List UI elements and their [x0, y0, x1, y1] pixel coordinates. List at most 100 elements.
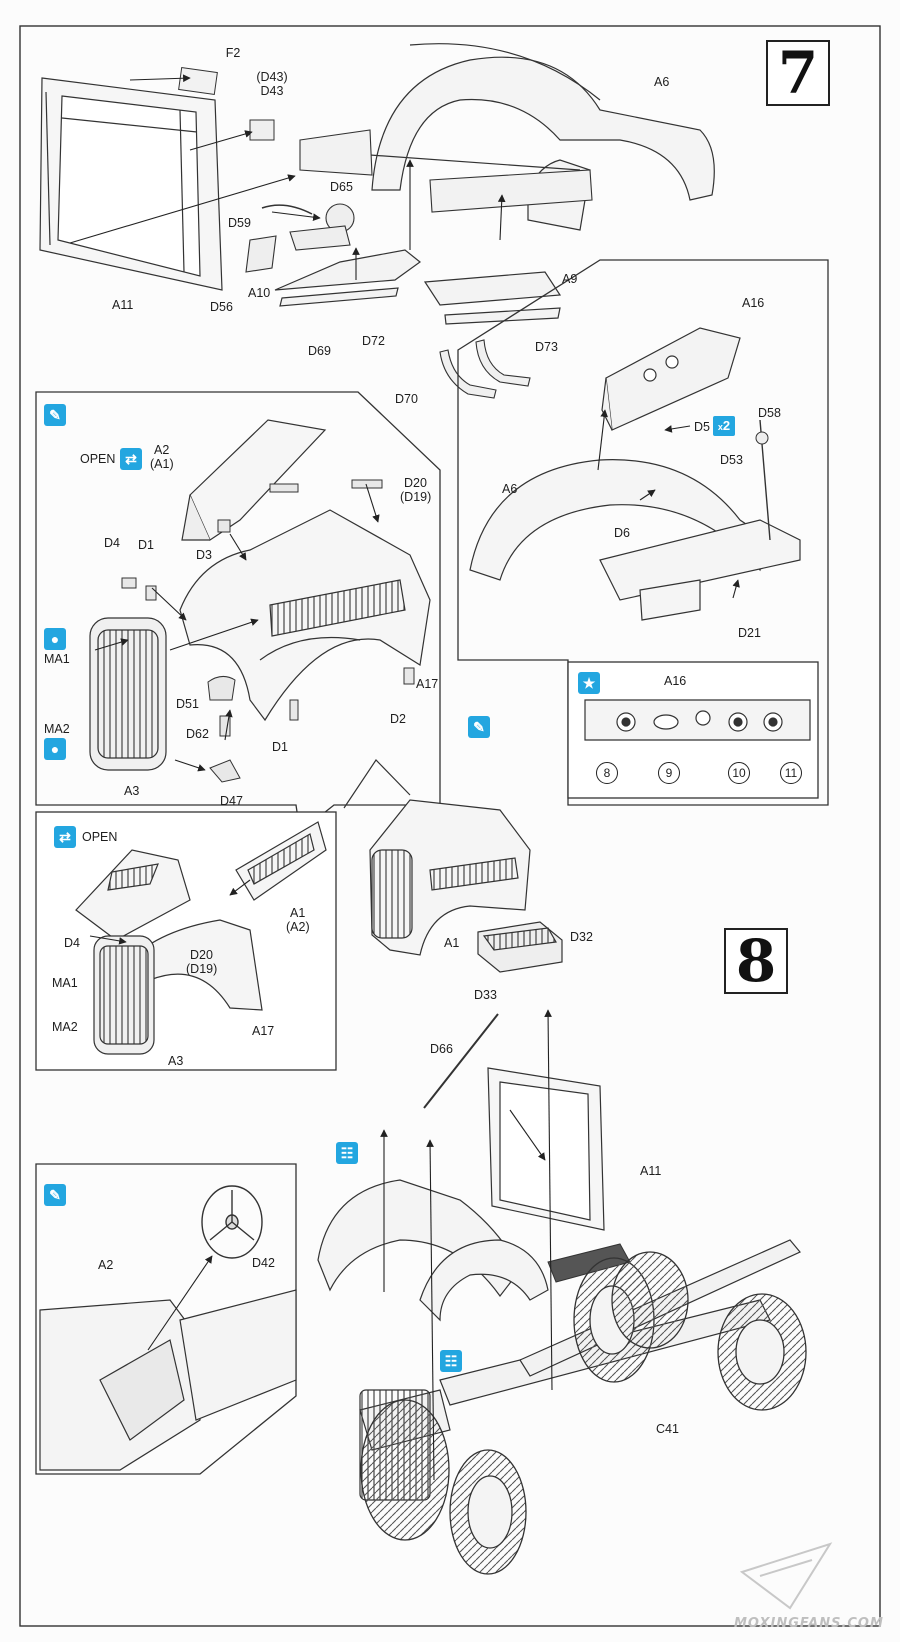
hood-open-label: OPEN — [80, 452, 116, 466]
dash-panel-frame — [457, 259, 829, 806]
label-a1-open: A1 — [290, 906, 306, 920]
dash-arrows — [597, 409, 740, 599]
label-a2-alt-open: (A2) — [286, 920, 310, 934]
label-d19-alt: (D19) — [400, 490, 432, 504]
label-a1-step8: A1 — [444, 936, 460, 950]
open-panel-label: OPEN — [82, 830, 118, 844]
label-ma1-open: MA1 — [52, 976, 78, 990]
label-d56: D56 — [210, 300, 233, 314]
label-d2: D2 — [390, 712, 406, 726]
label-a17-open: A17 — [252, 1024, 275, 1038]
label-d33: D33 — [474, 988, 497, 1002]
page-border — [19, 25, 881, 1627]
decal-icon-ma2: ● — [44, 738, 66, 760]
label-d47: D47 — [220, 794, 243, 808]
small-parts-hood — [121, 479, 415, 783]
label-d42: D42 — [252, 1256, 275, 1270]
paint-icon: ✎ — [44, 404, 66, 426]
knob-d58 — [755, 431, 769, 445]
label-d4-open: D4 — [64, 936, 80, 950]
open-icon-panel: ⇄ — [54, 826, 76, 848]
steps-d70-d73 — [439, 339, 531, 399]
label-a16-gauge: A16 — [664, 674, 687, 688]
label-d59: D59 — [228, 216, 251, 230]
label-a3-open: A3 — [168, 1054, 184, 1068]
hood-panel-frame — [35, 391, 441, 834]
hood-arrows — [94, 483, 380, 772]
label-d51: D51 — [176, 697, 199, 711]
cab-a11-step8 — [487, 1067, 605, 1231]
steering-wheel-d42 — [201, 1185, 263, 1259]
part-f2 — [178, 67, 218, 95]
label-ma2: MA2 — [44, 722, 70, 736]
texture-icon-1: ☷ — [336, 1142, 358, 1164]
label-a17: A17 — [416, 677, 439, 691]
paint-icon-wheel: ✎ — [44, 1184, 66, 1206]
cab-interior-a2 — [39, 1289, 297, 1471]
label-a1-alt: (A1) — [150, 457, 174, 471]
label-d53: D53 — [720, 453, 743, 467]
label-d73: D73 — [535, 340, 558, 354]
callout-pointer — [343, 759, 411, 809]
gauge-board — [584, 699, 811, 741]
wheels — [360, 1251, 807, 1575]
label-d20: D20 — [404, 476, 427, 490]
step8-arrows — [380, 1009, 553, 1481]
label-d43: D43 — [260, 84, 284, 98]
floor-frame — [299, 129, 593, 213]
label-d65: D65 — [330, 180, 353, 194]
label-d5: D5 — [694, 420, 710, 434]
grille-a3 — [89, 617, 167, 771]
callout-10: 10 — [728, 762, 750, 784]
quantity-badge-x2: x2 — [713, 416, 735, 436]
label-ma2-open: MA2 — [52, 1020, 78, 1034]
texture-icon-2: ☷ — [440, 1350, 462, 1372]
step7-arrows — [69, 74, 506, 280]
label-d1-bottom: D1 — [272, 740, 288, 754]
callout-9: 9 — [658, 762, 680, 784]
label-a6: A6 — [654, 75, 670, 89]
wheel-panel-frame — [35, 1163, 297, 1475]
label-d20-open: D20 — [190, 948, 213, 962]
quantity-value: 2 — [722, 418, 731, 433]
label-a11-step8: A11 — [640, 1164, 662, 1178]
decal-icon-ma1: ● — [44, 628, 66, 650]
dashboard-a16 — [601, 327, 741, 431]
fenders-step8 — [317, 1179, 549, 1322]
label-c41: C41 — [656, 1422, 679, 1436]
label-d19-alt-open: (D19) — [186, 962, 218, 976]
step-number-8: 8 — [724, 928, 788, 994]
label-d72: D72 — [362, 334, 385, 348]
label-d6: D6 — [614, 526, 630, 540]
callout-11: 11 — [780, 762, 802, 784]
watermark-logo — [739, 1542, 833, 1610]
label-a9: A9 — [562, 272, 578, 286]
label-d3: D3 — [196, 548, 212, 562]
label-a10: A10 — [248, 286, 271, 300]
label-a3: A3 — [124, 784, 140, 798]
seat-part-d65 — [245, 203, 355, 273]
open-arrows — [89, 879, 251, 945]
rod-d66 — [423, 1013, 499, 1109]
label-a16: A16 — [742, 296, 765, 310]
label-d21: D21 — [738, 626, 761, 640]
label-d69: D69 — [308, 344, 331, 358]
step-number-7: 7 — [766, 40, 830, 106]
callout-8: 8 — [596, 762, 618, 784]
open-grille-a3 — [93, 935, 155, 1055]
label-a2-wheel: A2 — [98, 1258, 114, 1272]
hood-a2-a1 — [179, 419, 431, 722]
label-d58: D58 — [758, 406, 781, 420]
wheel-arrow — [147, 1255, 213, 1351]
part-d43 — [249, 119, 275, 141]
toolbox-d32-d33 — [477, 921, 563, 973]
assembled-hood-a1 — [369, 799, 531, 956]
label-d66: D66 — [430, 1042, 453, 1056]
watermark-text: MOXINGFANS.COM — [734, 1616, 884, 1631]
floor-panels — [274, 249, 562, 325]
open-hood-parts — [75, 821, 327, 1011]
label-d62: D62 — [186, 727, 209, 741]
paint-icon-dash: ✎ — [468, 716, 490, 738]
